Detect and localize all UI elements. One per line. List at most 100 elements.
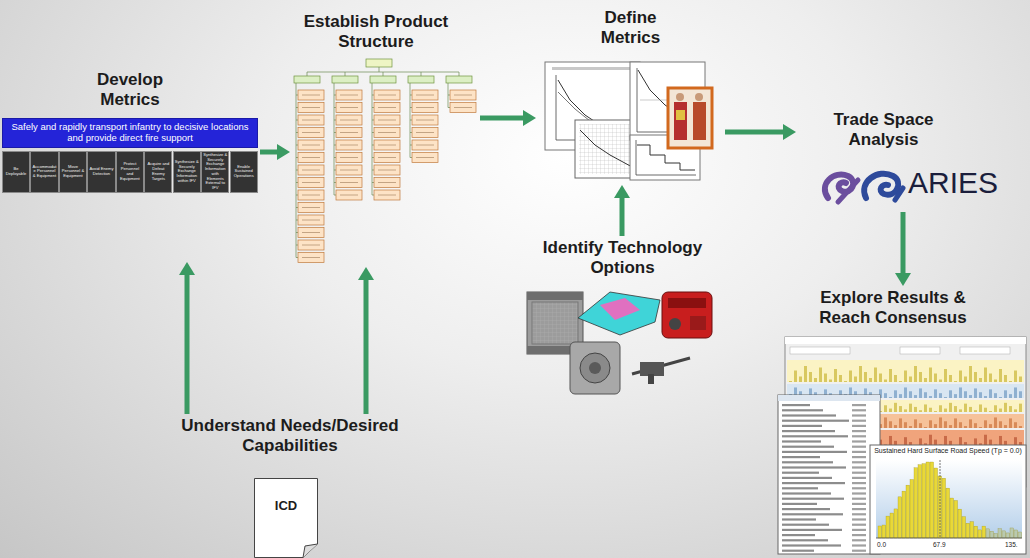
histogram-bar xyxy=(1006,533,1010,538)
histogram-bar xyxy=(918,465,922,538)
histogram-bar xyxy=(950,498,954,538)
histogram-bar xyxy=(910,479,914,538)
result-bar xyxy=(1014,371,1017,383)
tree-line xyxy=(340,157,358,158)
tree-leaf-box xyxy=(298,215,324,225)
result-bar xyxy=(899,418,902,428)
result-bar xyxy=(989,424,992,428)
tree-leaf-box xyxy=(298,178,324,188)
result-bar xyxy=(984,420,987,428)
tree-line xyxy=(378,95,396,96)
tree-line xyxy=(302,132,320,133)
result-bar xyxy=(914,407,917,412)
histogram-bar xyxy=(914,468,918,538)
result-bar xyxy=(1019,404,1022,412)
list-row xyxy=(782,435,848,437)
histogram-bar xyxy=(986,529,990,538)
tree-leaf-box xyxy=(298,190,324,200)
step-title: Explore Results & Reach Consensus xyxy=(808,288,978,329)
tree-line xyxy=(416,145,434,146)
tree-leaf-box xyxy=(298,203,324,213)
list-value xyxy=(852,425,866,427)
list-row xyxy=(782,508,830,510)
result-bar xyxy=(974,372,977,382)
tree-leaf-box xyxy=(298,103,324,113)
tree-leaf-box xyxy=(450,90,476,100)
result-bar xyxy=(894,375,897,382)
connector-line xyxy=(480,116,524,121)
result-bar xyxy=(959,422,962,428)
result-bar xyxy=(944,369,947,382)
tree-branch-box xyxy=(446,76,472,83)
tree-branch-box xyxy=(294,76,320,83)
result-bar xyxy=(919,423,922,428)
metric-text: Accommodate Personnel & Equipment xyxy=(32,165,57,179)
result-bar xyxy=(989,389,992,398)
document-outline xyxy=(255,479,318,558)
tree-leaf-box xyxy=(298,140,324,150)
result-bar xyxy=(984,368,987,383)
result-bar xyxy=(829,380,832,383)
tree-leaf-box xyxy=(374,128,400,138)
metric-box: Move Personnel & Equipment xyxy=(59,151,87,193)
metric-text: Be Deployable xyxy=(4,167,29,176)
flow-arrow xyxy=(725,124,796,140)
tree-line xyxy=(302,145,320,146)
tree-line xyxy=(302,170,320,171)
tree-line xyxy=(340,120,358,121)
result-bar xyxy=(914,366,917,382)
metric-text: Avoid Enemy Detection xyxy=(89,167,114,176)
histogram-bar xyxy=(974,526,978,538)
result-bar xyxy=(994,393,997,398)
tree-line xyxy=(340,195,358,196)
result-bar xyxy=(924,392,927,398)
tree-leaf-box xyxy=(336,115,362,125)
result-bar xyxy=(964,391,967,398)
tree-leaf-box xyxy=(336,178,362,188)
metric-box: Synthesize & Securely Exchange Informati… xyxy=(173,151,201,193)
tree-line xyxy=(416,95,434,96)
list-row xyxy=(782,446,834,448)
tree-branch-box xyxy=(408,76,434,83)
metric-text: Protect Personnel and Equipment xyxy=(117,162,142,181)
list-row xyxy=(782,513,843,515)
result-bar xyxy=(999,409,1002,412)
histogram-bar xyxy=(962,517,966,538)
result-bar xyxy=(964,426,967,428)
tree-line xyxy=(340,95,358,96)
result-bar xyxy=(939,393,942,398)
tree-line xyxy=(378,107,396,108)
result-bar xyxy=(904,387,907,398)
result-bar xyxy=(839,375,842,382)
list-value xyxy=(852,503,866,505)
histogram-bar xyxy=(998,529,1002,538)
tree-leaf-box xyxy=(412,103,438,113)
result-bar xyxy=(899,381,902,382)
histogram-bar xyxy=(970,522,974,538)
result-bar xyxy=(959,371,962,383)
process-step: Trade Space AnalysisARIES xyxy=(798,110,1003,210)
tree-leaf-box xyxy=(412,128,438,138)
histogram-bar xyxy=(958,509,962,538)
tree-leaf-box xyxy=(298,90,324,100)
result-bar xyxy=(959,409,962,412)
result-bar xyxy=(929,408,932,412)
flow-arrow xyxy=(260,144,290,160)
result-bar xyxy=(899,406,902,412)
tree-line xyxy=(459,72,460,76)
tree-leaf-box xyxy=(374,153,400,163)
list-row xyxy=(782,472,819,474)
metric-text: Acquire and Defeat Enemy Targets xyxy=(146,162,171,181)
histogram-bar xyxy=(966,523,970,538)
result-bar xyxy=(934,389,937,398)
list-row xyxy=(782,409,823,411)
result-bar xyxy=(1019,391,1022,398)
result-bar xyxy=(974,388,977,398)
list-value xyxy=(852,430,866,432)
tree-line xyxy=(340,170,358,171)
result-bar xyxy=(869,378,872,382)
list-value xyxy=(852,513,866,515)
result-bar xyxy=(884,380,887,383)
tree-leaf-box xyxy=(374,190,400,200)
metric-box: Avoid Enemy Detection xyxy=(87,151,115,193)
